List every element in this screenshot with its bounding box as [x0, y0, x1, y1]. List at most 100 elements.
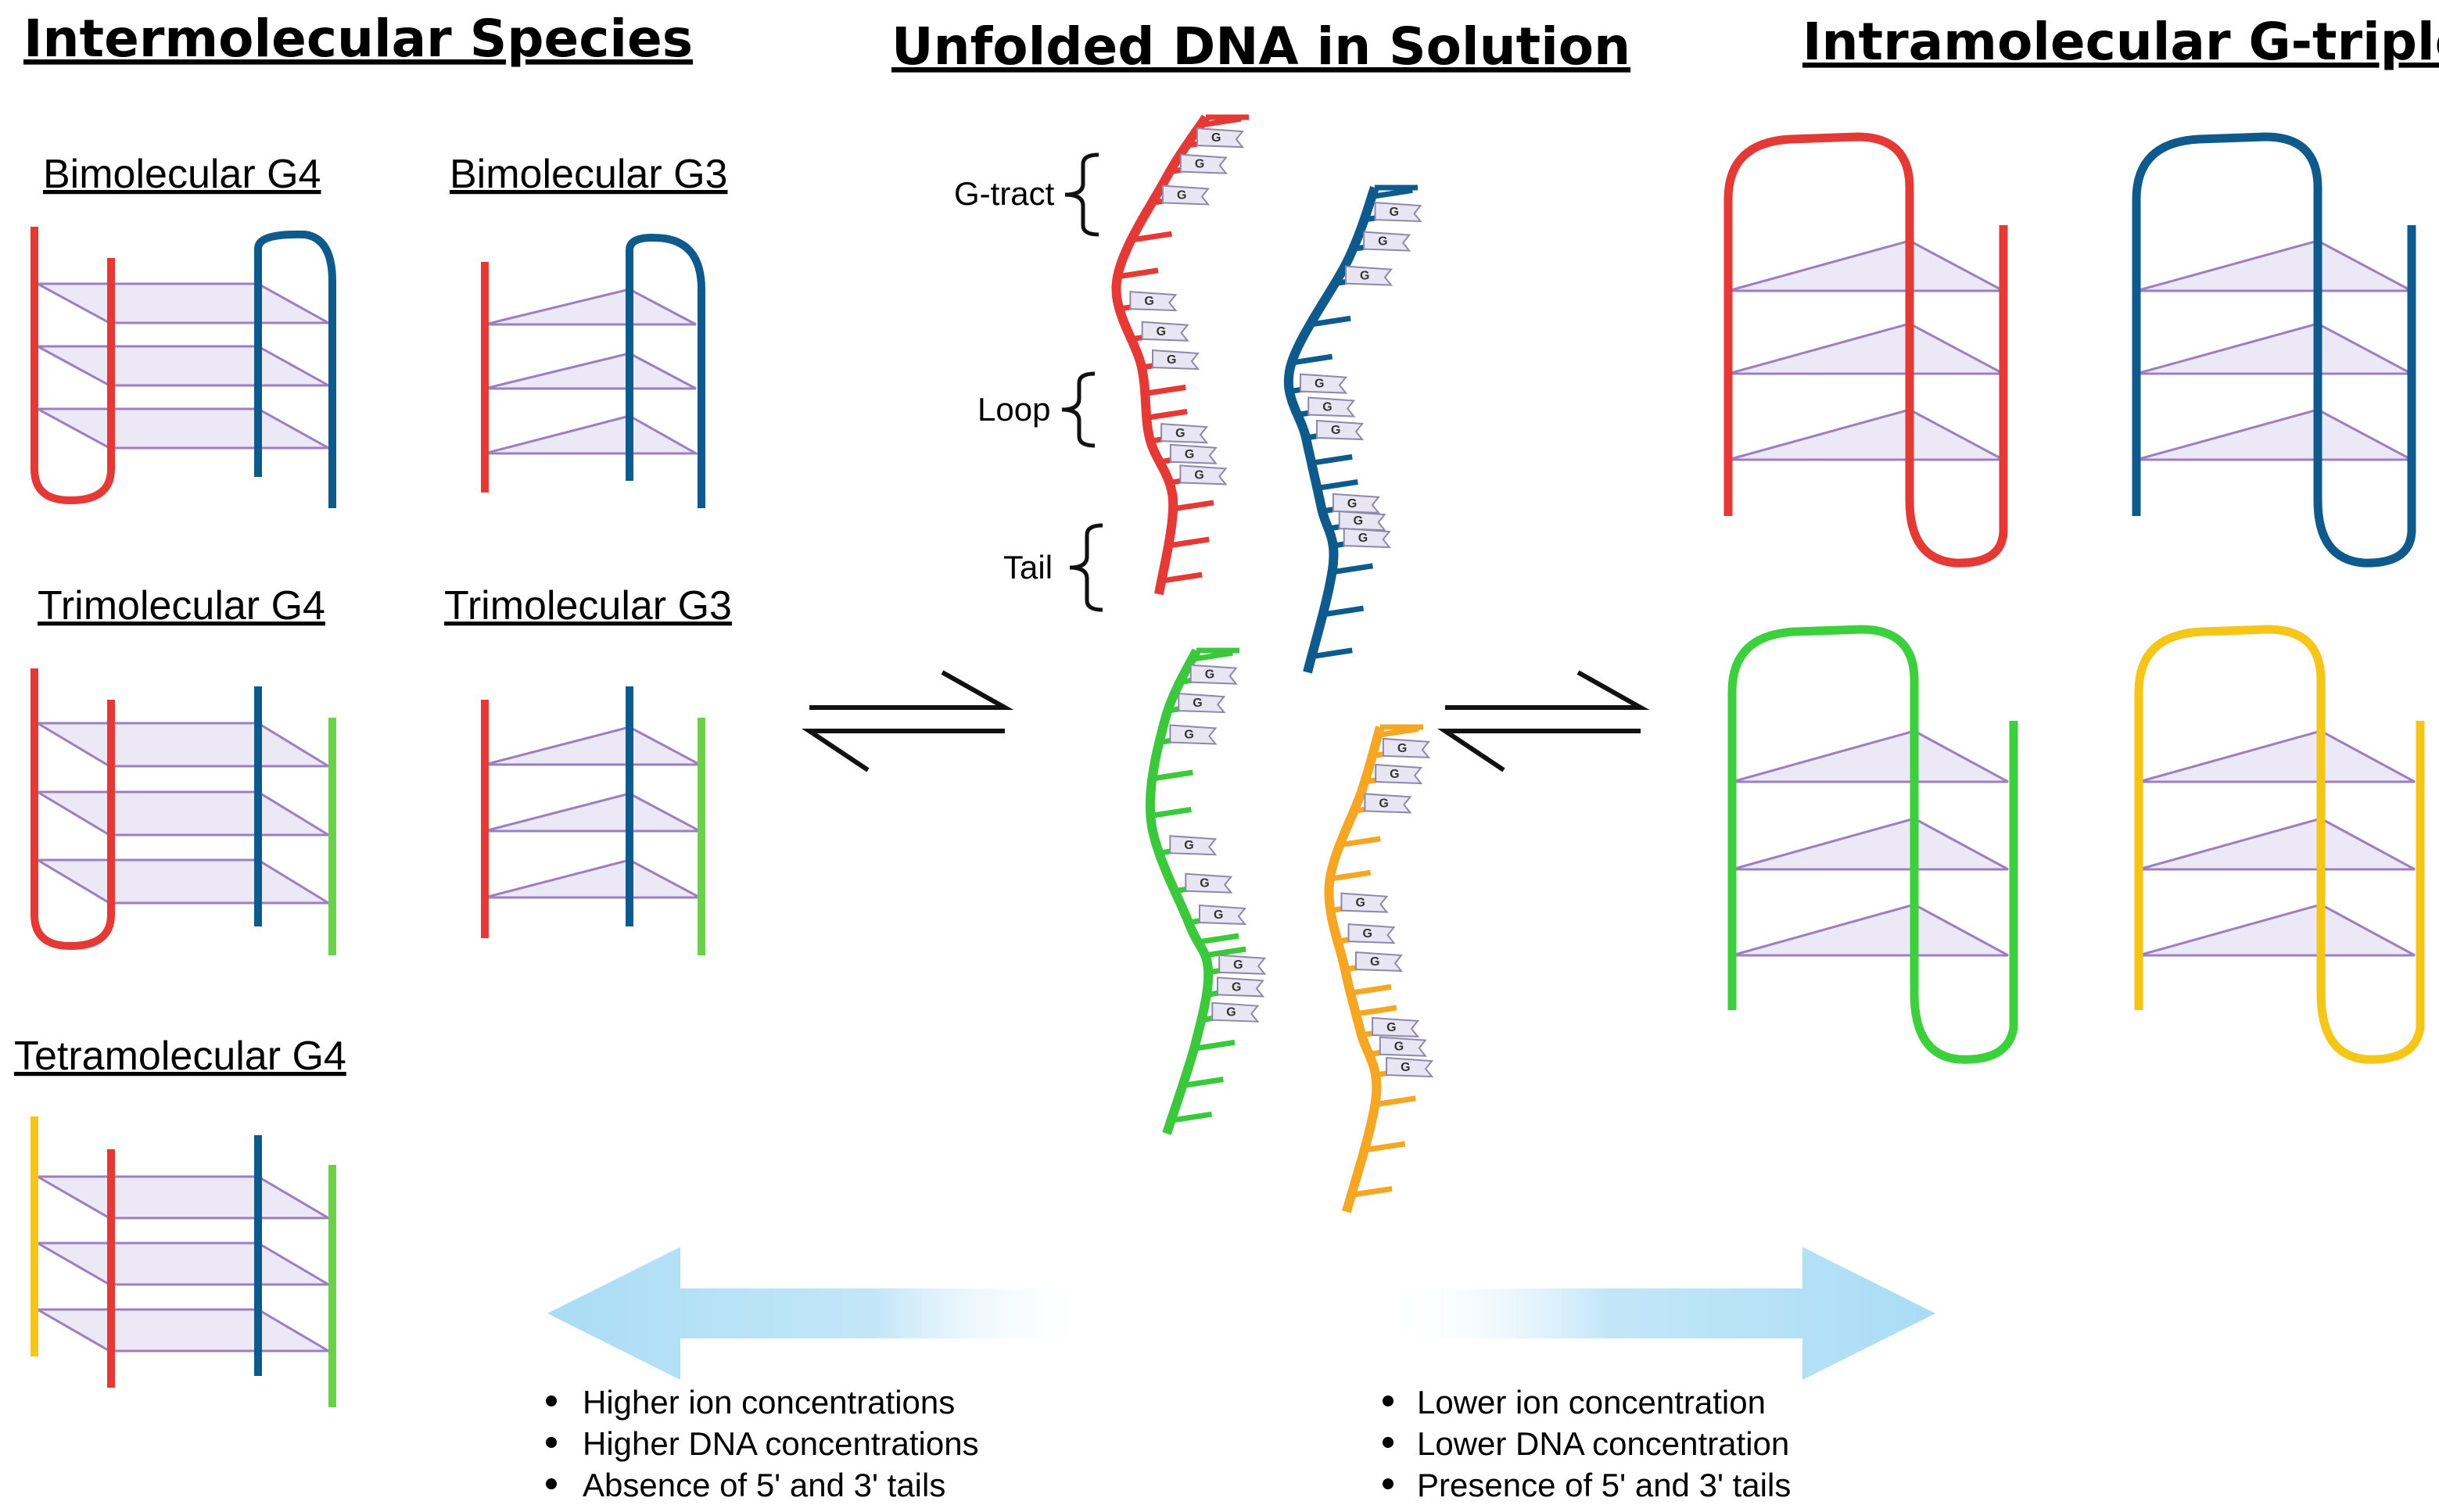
- base-tick: [1150, 806, 1192, 819]
- base-tick: [1339, 836, 1381, 848]
- base-tick: [1377, 726, 1419, 738]
- base-tick: [1144, 384, 1186, 396]
- blue-strand: [254, 230, 336, 508]
- guanine-label: G: [1358, 532, 1368, 545]
- guanine-base: [1211, 1001, 1260, 1023]
- guanine-label: G: [1401, 1061, 1410, 1074]
- base-tick: [1350, 984, 1392, 996]
- header-unfolded: Unfolded DNA in Solution: [891, 16, 1630, 77]
- guanine-label: G: [1315, 378, 1324, 391]
- guanine-label: G: [1195, 158, 1204, 171]
- yellow-strand: [2134, 625, 2425, 1064]
- condition-right-2: Lower DNA concentration: [1417, 1425, 1789, 1462]
- guanine-base: [1300, 373, 1348, 394]
- trimolecular-g3-structure: [481, 686, 705, 955]
- guanine-label: G: [1355, 897, 1365, 910]
- base-tick: [1204, 946, 1246, 958]
- guanine-label: G: [1157, 325, 1166, 339]
- header-intramolecular: Intramolecular G-triplex: [1802, 12, 2439, 72]
- equilibrium-arrow-left: [802, 670, 1014, 772]
- guanine-base: [1179, 464, 1228, 485]
- guanine-base: [1344, 265, 1393, 286]
- condition-left-1: Higher ion concentrations: [583, 1384, 955, 1421]
- guanine-label: G: [1233, 958, 1243, 972]
- header-intermolecular: Intermolecular Species: [23, 9, 693, 69]
- red-strand: [1723, 132, 2008, 568]
- guanine-label: G: [1394, 1041, 1404, 1054]
- guanine-base: [1216, 976, 1265, 998]
- bimolecular-g4-structure: [30, 227, 336, 508]
- base-tick: [1191, 650, 1233, 662]
- guanine-label: G: [1354, 514, 1363, 528]
- guanine-base: [1347, 923, 1396, 944]
- red-strand: [30, 668, 115, 951]
- base-tick: [1171, 1111, 1213, 1123]
- guanine-label: G: [1214, 908, 1223, 922]
- guanine-label: G: [1370, 955, 1379, 969]
- guanine-base: [1129, 291, 1178, 312]
- label-trimolecular-g4: Trimolecular G4: [38, 583, 325, 629]
- guanine-label: G: [1360, 270, 1369, 283]
- guanine-base: [1386, 1057, 1434, 1078]
- base-tick: [1167, 536, 1210, 549]
- g-triad-planes: [2136, 239, 2412, 461]
- guanine-base: [1316, 419, 1365, 441]
- brace-g-tract: [1064, 152, 1099, 237]
- guanine-base: [1160, 423, 1209, 444]
- red-strand: [30, 227, 115, 505]
- guanine-base: [1169, 724, 1218, 745]
- base-tick: [1322, 605, 1365, 618]
- blue-strand: [2132, 132, 2416, 568]
- guanine-label: G: [1363, 927, 1372, 941]
- condition-right-3: Presence of 5' and 3' tails: [1417, 1467, 1791, 1503]
- base-tick: [1193, 1039, 1236, 1052]
- g-triplex-blue: [2132, 132, 2416, 568]
- base-tick: [1151, 769, 1193, 782]
- g-triad-planes: [484, 288, 701, 455]
- green-strand: [1727, 625, 2018, 1064]
- guanine-label: G: [1167, 353, 1176, 367]
- guanine-base: [1363, 231, 1411, 252]
- base-tick: [1200, 116, 1242, 128]
- guanine-label: G: [1211, 131, 1221, 145]
- guanine-base: [1218, 954, 1267, 975]
- guanine-base: [1375, 763, 1423, 785]
- guanine-label: G: [1205, 668, 1214, 682]
- g-triad-planes: [2138, 729, 2416, 957]
- guanine-base: [1199, 904, 1247, 926]
- guanine-base: [1379, 1036, 1427, 1057]
- label-bimolecular-g3: Bimolecular G3: [450, 152, 727, 197]
- blue-strand: [626, 234, 705, 508]
- label-tail: Tail: [1003, 549, 1053, 586]
- base-tick: [1311, 453, 1353, 466]
- label-trimolecular-g3: Trimolecular G3: [444, 583, 732, 629]
- guanine-label: G: [1378, 235, 1387, 249]
- label-loop: Loop: [977, 391, 1050, 428]
- guanine-base: [1307, 396, 1356, 417]
- base-tick: [1311, 647, 1353, 660]
- condition-left-2: Higher DNA concentrations: [583, 1425, 979, 1462]
- tetramolecular-g4-structure: [30, 1116, 336, 1407]
- trimolecular-g4-structure: [30, 668, 336, 955]
- guanine-base: [1332, 493, 1381, 514]
- guanine-base: [1178, 693, 1226, 714]
- guanine-label: G: [1184, 729, 1193, 742]
- g-triplex-yellow: [2134, 625, 2425, 1064]
- guanine-label: G: [1184, 839, 1193, 852]
- guanine-label: G: [1193, 697, 1202, 710]
- guanine-label: G: [1232, 980, 1241, 994]
- label-g-tract: G-tract: [954, 175, 1055, 212]
- guanine-base: [1343, 527, 1391, 549]
- base-tick: [1182, 1077, 1224, 1089]
- guanine-label: G: [1397, 742, 1407, 755]
- g-triad-planes: [1731, 729, 2009, 957]
- g-quartet-planes: [33, 722, 333, 905]
- base-tick: [1355, 1005, 1397, 1017]
- guanine-base: [1338, 511, 1386, 532]
- brace-tail: [1069, 523, 1103, 612]
- base-tick: [1316, 479, 1358, 491]
- base-tick: [1130, 231, 1173, 243]
